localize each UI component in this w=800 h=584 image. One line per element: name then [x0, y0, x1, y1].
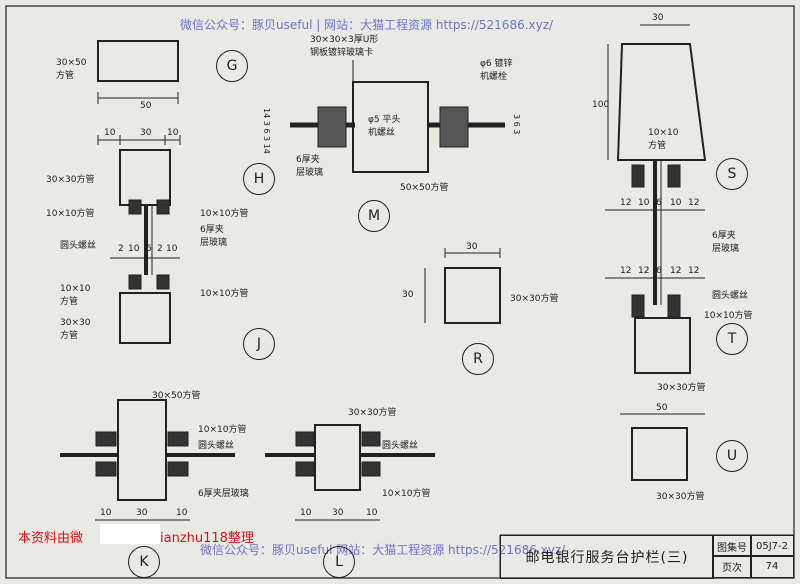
t-label-b1: 30×30方管 [657, 383, 706, 393]
detail-tag-U: U [716, 440, 748, 472]
k-label-4: 6厚夹层玻璃 [198, 489, 249, 499]
k-label-3: 圆头螺丝 [198, 441, 235, 451]
m-right-dims: 3 6 3 [512, 114, 521, 135]
h-dim-2: 30 [140, 128, 152, 138]
h-label-r1: 10×10方管 [200, 209, 249, 219]
h-dim-1: 10 [104, 128, 116, 138]
k-dim-2: 30 [136, 508, 148, 518]
detail-tag-T: T [716, 323, 748, 355]
detail-tag-L: L [323, 546, 355, 578]
s-dim-w: 30 [652, 13, 664, 23]
k-dim-3: 10 [176, 508, 188, 518]
s-dim-2: 10 [638, 198, 650, 208]
s-label-r1: 6厚夹 层玻璃 [712, 231, 740, 254]
l-label-2: 圆头螺丝 [382, 441, 419, 451]
red-note-left: 本资料由微 [18, 531, 84, 546]
r-label: 30×30方管 [510, 294, 559, 304]
m-label-4: 6厚夹 层玻璃 [296, 155, 324, 178]
red-note-right: ianzhu118整理 [160, 531, 254, 546]
t-label-r2: 10×10方管 [704, 311, 753, 321]
h-label-1: 30×30方管 [46, 175, 95, 185]
t-label-r1: 圆头螺丝 [712, 291, 749, 301]
l-label-1: 30×30方管 [348, 408, 397, 418]
k-label-1: 30×50方管 [152, 391, 201, 401]
s-dim-4: 10 [670, 198, 682, 208]
j-label-r1: 10×10方管 [200, 289, 249, 299]
detail-tag-M: M [358, 200, 390, 232]
watermark-bottom: 微信公众号：豚贝useful 网站：大猫工程资源 https://521686.… [200, 543, 566, 557]
l-label-3: 10×10方管 [382, 489, 431, 499]
l-dim-1: 10 [300, 508, 312, 518]
detail-tag-J: J [243, 328, 275, 360]
s-dim-1: 12 [620, 198, 632, 208]
detail-tag-H: H [243, 163, 275, 195]
page-label: 页次 [712, 555, 752, 578]
t-dim-2: 12 [638, 266, 650, 276]
j-dim-3: 6 [146, 244, 152, 254]
m-label-3: φ5 平头 机螺丝 [368, 115, 401, 138]
j-label-2: 30×30 方管 [60, 318, 91, 341]
h-label-2: 10×10方管 [46, 209, 95, 219]
atlas-label: 图集号 [712, 535, 752, 557]
detail-tag-K: K [128, 546, 160, 578]
t-dim-4: 12 [670, 266, 682, 276]
l-dim-3: 10 [366, 508, 378, 518]
m-label-1: 30×30×3厚U形 钢板镀锌玻璃卡 [310, 35, 379, 58]
s-dim-5: 12 [688, 198, 700, 208]
s-dim-h: 100 [592, 100, 610, 110]
atlas-number: 05J7-2 [750, 535, 794, 557]
redaction-box [100, 524, 160, 544]
page-number: 74 [750, 555, 794, 578]
k-label-2: 10×10方管 [198, 425, 247, 435]
t-dim-3: 6 [656, 266, 662, 276]
s-label-1: 10×10 方管 [648, 128, 679, 151]
j-dim-2: 10 [128, 244, 140, 254]
r-dim-h: 30 [402, 290, 414, 300]
detail-tag-G: G [216, 50, 248, 82]
u-dim-w: 50 [656, 403, 668, 413]
g-size: 30×50 方管 [56, 58, 87, 81]
detail-tag-S: S [716, 158, 748, 190]
s-dim-3: 6 [656, 198, 662, 208]
m-left-dims: 14 3 6 3 14 [262, 108, 271, 154]
m-label-2: φ6 镀锌 机螺栓 [480, 59, 513, 82]
j-label-1: 10×10 方管 [60, 284, 91, 307]
j-dim-4: 2 [157, 244, 163, 254]
t-dim-1: 12 [620, 266, 632, 276]
m-label-5: 50×50方管 [400, 183, 449, 193]
u-label: 30×30方管 [656, 492, 705, 502]
t-dim-5: 12 [688, 266, 700, 276]
l-dim-2: 30 [332, 508, 344, 518]
k-dim-1: 10 [100, 508, 112, 518]
h-label-3: 圆头螺丝 [60, 241, 97, 251]
r-dim-w: 30 [466, 242, 478, 252]
drawing-title: 邮电银行服务台护栏(三) [500, 535, 714, 579]
h-label-r2: 6厚夹 层玻璃 [200, 225, 228, 248]
g-dim: 50 [140, 101, 152, 111]
j-dim-1: 2 [118, 244, 124, 254]
j-dim-5: 10 [166, 244, 178, 254]
h-dim-3: 10 [167, 128, 179, 138]
detail-tag-R: R [462, 343, 494, 375]
watermark-top: 微信公众号：豚贝useful | 网站：大猫工程资源 https://52168… [180, 18, 554, 32]
